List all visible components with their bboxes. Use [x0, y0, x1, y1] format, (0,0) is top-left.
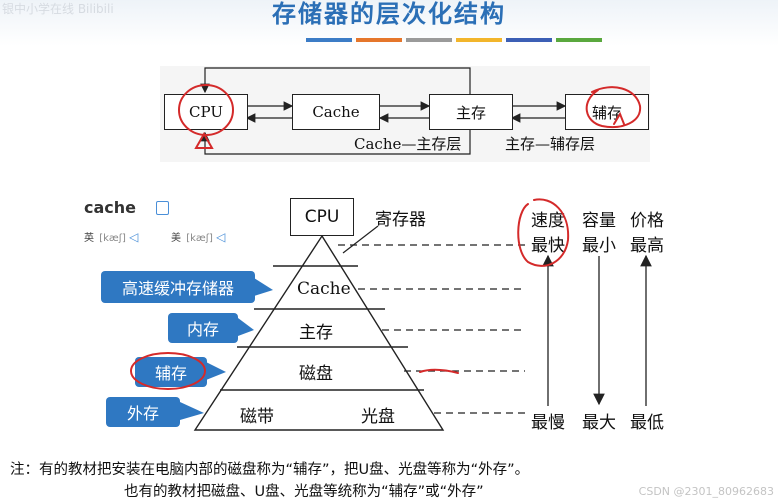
- callout-high-speed-cache: 高速缓冲存储器: [101, 271, 255, 303]
- aux-memory-box-top: 辅存: [565, 94, 649, 130]
- cpu-box-top: CPU: [164, 94, 248, 130]
- annotation-aux-squiggle: [613, 111, 625, 125]
- slide-title: 存储器的层次化结构: [272, 0, 506, 28]
- csdn-credit: CSDN @2301_80962683: [638, 485, 774, 498]
- cpu-box-pyramid: CPU: [290, 198, 354, 236]
- annotation-speed-circle: [517, 198, 570, 267]
- color-bar-5: [506, 38, 552, 42]
- annotation-aux-callout-circle: [130, 352, 206, 390]
- cache-label-top: Cache: [312, 103, 360, 121]
- uk-label: 英: [84, 233, 94, 244]
- register-label: 寄存器: [375, 210, 426, 230]
- cpu-label-pyramid: CPU: [304, 207, 340, 227]
- price-header: 价格: [630, 211, 664, 231]
- us-speaker-icon[interactable]: ◁: [216, 230, 226, 244]
- uk-speaker-icon[interactable]: ◁: [129, 230, 139, 244]
- dictionary-word: cache: [84, 198, 137, 217]
- cache-main-layer-label: Cache—主存层: [354, 135, 462, 153]
- callout-internal-memory: 内存: [168, 313, 238, 343]
- pyramid-tape-label: 磁带: [240, 407, 274, 427]
- annotation-disk-mark: [419, 368, 459, 374]
- uk-phonetic: [kæʃ]: [99, 233, 126, 244]
- callout-external-memory: 外存: [106, 397, 180, 427]
- us-phonetic: [kæʃ]: [186, 233, 213, 244]
- color-bar-2: [356, 38, 402, 42]
- annotation-aux-circle: [585, 86, 642, 128]
- main-memory-box-top: 主存: [429, 94, 513, 130]
- speed-bottom: 最慢: [531, 413, 565, 433]
- us-pronunciation: 美 [kæʃ] ◁: [171, 229, 225, 244]
- capacity-top: 最小: [582, 236, 616, 256]
- main-aux-layer-label: 主存—辅存层: [505, 135, 596, 153]
- us-label: 美: [171, 233, 181, 244]
- color-bar-4: [456, 38, 502, 42]
- speed-header: 速度: [531, 211, 565, 231]
- main-memory-label-top: 主存: [455, 103, 486, 122]
- pyramid-cache-label: Cache: [297, 279, 351, 299]
- callout-auxiliary-memory: 辅存: [135, 357, 207, 387]
- cache-box-top: Cache: [292, 94, 380, 130]
- aux-memory-label-top: 辅存: [591, 103, 622, 122]
- capacity-header: 容量: [582, 211, 616, 231]
- cpu-label-top: CPU: [189, 103, 223, 121]
- pyramid-disk-label: 磁盘: [299, 364, 333, 384]
- pyramid-optical-label: 光盘: [361, 407, 395, 427]
- price-top: 最高: [630, 236, 664, 256]
- uk-pronunciation: 英 [kæʃ] ◁: [84, 229, 138, 244]
- watermark-text: 银中小学在线 Bilibili: [2, 2, 114, 16]
- annotation-cpu-mark: [194, 131, 214, 149]
- color-bar-3: [406, 38, 452, 42]
- note-line-1: 注：有的教材把安装在电脑内部的磁盘称为“辅存”，把U盘、光盘等称为“外存”。: [10, 462, 530, 478]
- capacity-bottom: 最大: [582, 413, 616, 433]
- pyramid-main-memory-label: 主存: [299, 323, 333, 343]
- bookmark-icon[interactable]: [156, 201, 169, 215]
- price-bottom: 最低: [630, 413, 664, 433]
- color-bar-1: [306, 38, 352, 42]
- note-line-2: 也有的教材把磁盘、U盘、光盘等统称为“辅存”或“外存”: [124, 484, 484, 500]
- color-bar-6: [556, 38, 602, 42]
- speed-top: 最快: [531, 236, 565, 256]
- annotation-cpu-circle: [178, 84, 234, 136]
